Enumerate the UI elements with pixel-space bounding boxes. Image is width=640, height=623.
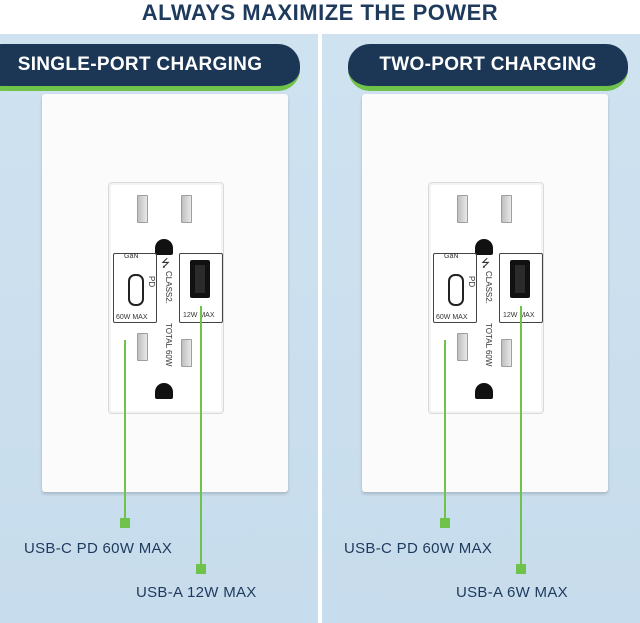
page-title: ALWAYS MAXIMIZE THE POWER [141,0,499,25]
hot-slot [181,195,192,223]
ground-hole-bottom [475,383,493,399]
hot-slot [501,195,512,223]
usb-a-port [510,260,530,298]
usb-a-port [190,260,210,298]
usb-c-max-label: 60W MAX [116,314,148,321]
usb-a-pointer-dot [516,564,526,574]
single-port-heading: SINGLE-PORT CHARGING [0,44,300,91]
single-port-panel: SINGLE-PORT CHARGING GaN PD 60W MAX ⭍ CL… [0,34,318,623]
usb-a-pointer-line [520,306,522,568]
usb-c-pointer-line [444,340,446,522]
usb-icon: ⭍ [481,258,491,270]
two-port-panel: TWO-PORT CHARGING GaN PD 60W MAX ⭍ CLASS… [322,34,640,623]
usb-outlet: GaN PD 60W MAX ⭍ CLASS2. TOTAL 60W 12W M… [108,182,224,414]
usb-a-pointer-dot [196,564,206,574]
usb-c-port [448,274,464,306]
pd-label: PD [147,276,156,288]
usb-icon: ⭍ [161,258,171,270]
usb-c-port [128,274,144,306]
usb-c-pointer-line [124,340,126,522]
wall-plate: GaN PD 60W MAX ⭍ CLASS2. TOTAL 60W 12W M… [42,94,288,492]
usb-a-pointer-line [200,306,202,568]
pd-label: PD [467,276,476,288]
gan-label: GaN [444,253,459,260]
hot-slot-bottom [181,339,192,367]
neutral-slot [457,195,468,223]
usb-c-power-label: USB-C PD 60W MAX [344,540,493,557]
ground-hole [155,239,173,255]
total-label: TOTAL 60W [164,323,173,367]
gan-label: GaN [124,253,139,260]
usb-c-bay: GaN PD 60W MAX [113,253,157,323]
ground-hole-bottom [155,383,173,399]
class2-label: CLASS2. [484,271,493,304]
two-port-heading: TWO-PORT CHARGING [348,44,628,91]
usb-c-pointer-dot [120,518,130,528]
neutral-slot-bottom [457,333,468,361]
neutral-slot-bottom [137,333,148,361]
hot-slot-bottom [501,339,512,367]
usb-outlet: GaN PD 60W MAX ⭍ CLASS2. TOTAL 60W 12W M… [428,182,544,414]
wall-plate: GaN PD 60W MAX ⭍ CLASS2. TOTAL 60W 12W M… [362,94,608,492]
neutral-slot [137,195,148,223]
class2-label: CLASS2. [164,271,173,304]
total-label: TOTAL 60W [484,323,493,367]
usb-a-max-label: 12W MAX [503,312,535,319]
panel-divider [318,34,322,623]
usb-a-power-label: USB-A 6W MAX [456,584,568,601]
usb-c-power-label: USB-C PD 60W MAX [24,540,173,557]
usb-c-max-label: 60W MAX [436,314,468,321]
usb-c-pointer-dot [440,518,450,528]
ground-hole [475,239,493,255]
usb-a-power-label: USB-A 12W MAX [136,584,257,601]
usb-a-max-label: 12W MAX [183,312,215,319]
usb-c-bay: GaN PD 60W MAX [433,253,477,323]
